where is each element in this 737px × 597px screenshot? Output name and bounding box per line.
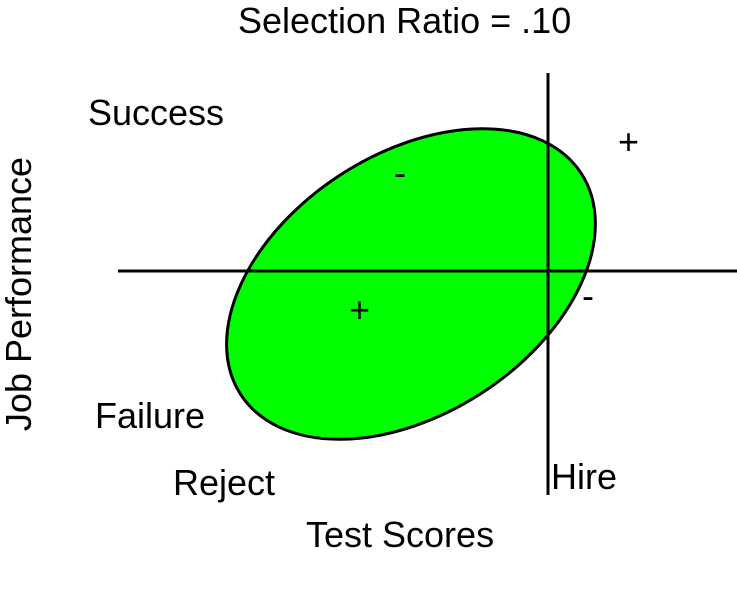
failure-label: Failure — [95, 395, 206, 436]
hire-label: Hire — [551, 456, 618, 497]
reject-label: Reject — [173, 462, 276, 503]
true-negative-sign: + — [349, 289, 371, 330]
scatter-ellipse — [225, 127, 597, 441]
false-positive-sign: - — [582, 275, 594, 316]
x-axis-label: Test Scores — [306, 514, 495, 555]
diagram-title: Selection Ratio = .10 — [238, 0, 572, 41]
false-negative-sign: - — [394, 152, 406, 193]
y-axis-label: Job Performance — [0, 156, 39, 432]
true-positive-sign: + — [618, 121, 640, 162]
success-label: Success — [88, 92, 225, 133]
